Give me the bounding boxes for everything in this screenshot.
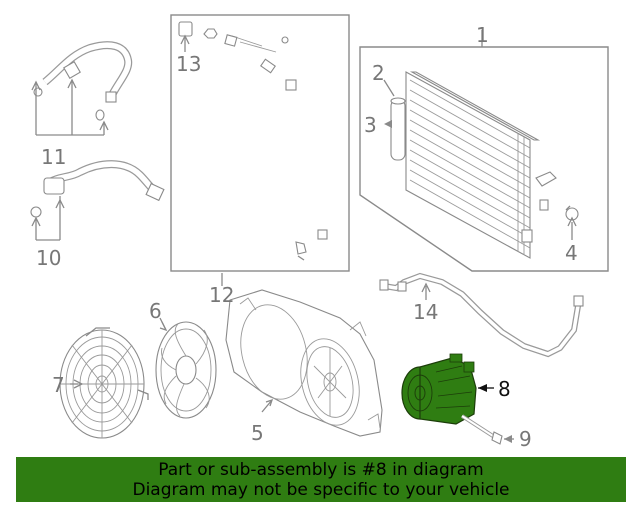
callout-4: 4 — [565, 241, 578, 265]
fan-shroud-5 — [225, 289, 383, 437]
fan-6 — [155, 317, 217, 419]
banner-line-1: Part or sub-assembly is #8 in diagram — [158, 460, 484, 480]
callout-5: 5 — [251, 421, 264, 445]
fan-guard-7 — [59, 327, 149, 439]
info-banner: Part or sub-assembly is #8 in diagram Di… — [16, 457, 626, 502]
callout-9: 9 — [519, 427, 532, 451]
callout-10: 10 — [36, 246, 61, 270]
callout-1: 1 — [476, 23, 489, 47]
callout-14: 14 — [413, 300, 438, 324]
condenser-1 — [405, 30, 557, 259]
callout-12: 12 — [209, 283, 234, 307]
callout-3: 3 — [364, 113, 377, 137]
callout-8: 8 — [498, 377, 511, 401]
callout-13: 13 — [176, 52, 201, 76]
callout-11: 11 — [41, 145, 66, 169]
banner-line-2: Diagram may not be specific to your vehi… — [132, 480, 510, 500]
callout-6: 6 — [149, 299, 162, 323]
hose-assembly-11 — [31, 41, 133, 136]
group-box-1 — [359, 46, 609, 272]
ac-compressor-8 — [401, 353, 494, 425]
bolt-9 — [460, 414, 514, 445]
plug-4 — [565, 205, 579, 240]
callout-2: 2 — [372, 61, 385, 85]
cap-fitting-13 — [178, 21, 218, 52]
group-box-12 — [170, 14, 350, 272]
pipe-14 — [379, 272, 584, 358]
hose-10 — [30, 160, 165, 241]
receiver-drier-2-3 — [383, 79, 406, 161]
refrigerant-line-12 — [221, 34, 328, 286]
callout-7: 7 — [52, 373, 65, 397]
